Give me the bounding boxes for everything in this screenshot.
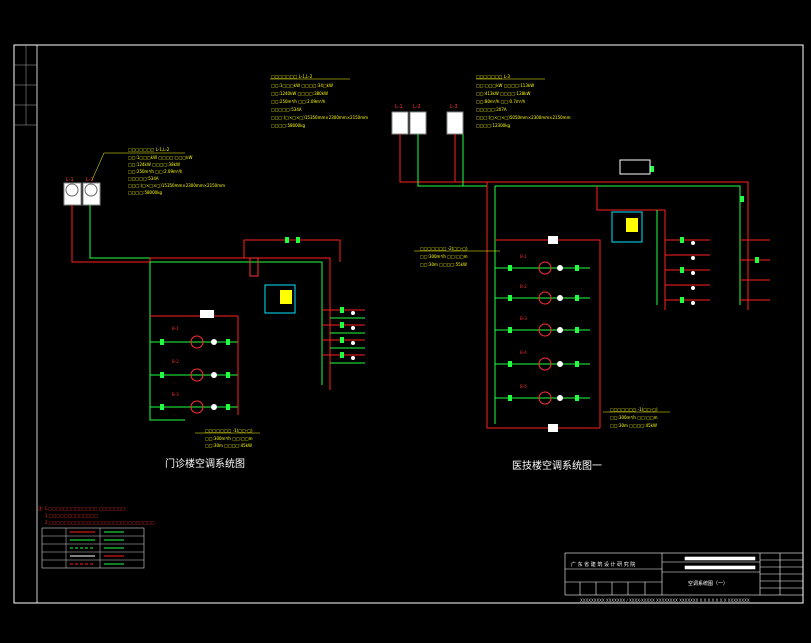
svg-text:□□□□□□□ L-1,L-2: □□□□□□□ L-1,L-2 — [128, 147, 170, 152]
svg-text:L-3: L-3 — [450, 104, 458, 110]
left-outdoor-units: L-1 L-2 — [63, 177, 101, 206]
right-equipment — [548, 159, 695, 432]
svg-text:□□□:(□×□×□)15350mm×2300mm×2150: □□□:(□×□×□)15350mm×2300mm×2150mm — [128, 183, 225, 188]
bottom-info-strip: XXXXXXXXX XXXXXXX / XXXX-XXXXX XXXXXXXX … — [580, 598, 750, 603]
svg-text:B-5: B-5 — [520, 384, 527, 389]
sheet-name: 空调系统图（一） — [688, 580, 728, 587]
left-equipment — [200, 257, 355, 360]
left-pumps: B-1 B-2 B-3 — [172, 326, 217, 414]
right-outdoor-units: L-1 L-2 L-3 — [391, 104, 464, 135]
svg-text:注: 1.□□□□□□□□□□□□□ □□□□□□□:: 注: 1.□□□□□□□□□□□□□ □□□□□□□: — [38, 505, 127, 511]
svg-text:□□:1□□□kW □□□□:34□kW: □□:1□□□kW □□□□:34□kW — [271, 83, 333, 88]
left-tank-annotation: □□□□□□□ -1(□□-□) □□:300m³/h □□:□□m □□:30… — [195, 428, 260, 448]
right-unit-annotation-2: □□□□□□□ L-3 □□:□□□kW □□□□:113kW □□:413kW… — [476, 74, 571, 128]
svg-text:L-1: L-1 — [395, 104, 403, 110]
svg-text:□□:250m³/h □□:2.09m³/h: □□:250m³/h □□:2.09m³/h — [271, 99, 326, 104]
svg-text:□□□□□□□ -1(□□-□): □□□□□□□ -1(□□-□) — [610, 407, 658, 412]
svg-text:□□:□□□kW □□□□:113kW: □□:□□□kW □□□□:113kW — [476, 83, 534, 88]
svg-text:□□:1□□□kW □□□□:□□□kW: □□:1□□□kW □□□□:□□□kW — [128, 155, 192, 160]
right-pumps: B-1 B-2 B-3 B-4 B-5 — [520, 254, 563, 405]
svg-text:□□:413kW □□□□:128kW: □□:413kW □□□□:128kW — [476, 91, 531, 96]
svg-text:□□:30m □□□□:45kW: □□:30m □□□□:45kW — [205, 443, 252, 448]
notes-legend: 注: 1.□□□□□□□□□□□□□ □□□□□□□: 1.□□□□□□□□□□… — [38, 505, 155, 569]
svg-text:□□□□□:534A: □□□□□:534A — [271, 107, 302, 112]
svg-text:L-2: L-2 — [86, 177, 94, 183]
svg-text:B-3: B-3 — [520, 316, 527, 321]
right-piping — [399, 134, 770, 429]
svg-text:□□□□:58000kg: □□□□:58000kg — [128, 190, 163, 195]
left-margin-cells — [14, 45, 37, 126]
left-valves — [160, 237, 344, 410]
svg-text:□□□□□□□ L-3: □□□□□□□ L-3 — [476, 74, 510, 79]
svg-text:B-1: B-1 — [520, 254, 527, 259]
svg-text:□□□□□:534A: □□□□□:534A — [128, 176, 159, 181]
right-system-title: 医技楼空调系统图一 — [512, 459, 602, 472]
svg-text:□□:300m³/h □□:□□m: □□:300m³/h □□:□□m — [205, 436, 253, 441]
right-unit-annotation-1: □□□□□□□ L-1,L-2 □□:1□□□kW □□□□:34□kW □□:… — [270, 74, 368, 128]
svg-text:□□□□□□□ -2(□□-□): □□□□□□□ -2(□□-□) — [420, 246, 468, 251]
svg-text:□□□□:12300kg: □□□□:12300kg — [476, 123, 511, 128]
right-tank-annotation-1: □□□□□□□ -2(□□-□) □□:300m³/h □□:□□m □□:30… — [414, 246, 500, 267]
svg-text:L-1: L-1 — [66, 177, 74, 183]
svg-text:□□□□□□□ -1(□□-□): □□□□□□□ -1(□□-□) — [205, 428, 253, 433]
svg-text:□□:30m □□□□:55kW: □□:30m □□□□:55kW — [420, 262, 467, 267]
svg-text:2.□□□□□□□□□□□□□□□□□□□□□□□□□□□□: 2.□□□□□□□□□□□□□□□□□□□□□□□□□□□□ — [45, 520, 155, 525]
svg-text:B-2: B-2 — [172, 359, 179, 364]
svg-text:□□□□□:207A: □□□□□:207A — [476, 107, 507, 112]
drawing-border — [13, 44, 804, 604]
left-piping — [71, 205, 365, 421]
svg-text:B-2: B-2 — [520, 284, 527, 289]
company-name: 广 东 省 建 筑 设 计 研 究 院 — [571, 561, 635, 568]
svg-text:□□□:(□×□×□)15350mm×2300mm×2150: □□□:(□×□×□)15350mm×2300mm×2150mm — [271, 115, 368, 120]
svg-text:□□:30m □□□□:45kW: □□:30m □□□□:45kW — [610, 423, 657, 428]
svg-text:□□:300m³/h □□:□□m: □□:300m³/h □□:□□m — [420, 254, 468, 259]
svg-text:□□:300m³/h □□:□□m: □□:300m³/h □□:□□m — [610, 415, 658, 420]
svg-text:L-2: L-2 — [413, 104, 421, 110]
svg-text:□□□□:58000kg: □□□□:58000kg — [271, 123, 306, 128]
svg-text:□□□:(□×□×□)5050mm×2300mm×2150m: □□□:(□×□×□)5050mm×2300mm×2150mm — [476, 115, 571, 120]
left-system-title: 门诊楼空调系统图 — [165, 457, 245, 470]
svg-text:□□□□□□□ L-1,L-2: □□□□□□□ L-1,L-2 — [271, 74, 313, 79]
svg-text:□□:124kW □□□□:38kW: □□:124kW □□□□:38kW — [128, 162, 180, 167]
title-block — [564, 552, 804, 596]
svg-text:□□:1240kW □□□□:380kW: □□:1240kW □□□□:380kW — [271, 91, 328, 96]
svg-text:B-1: B-1 — [172, 326, 179, 331]
svg-text:□□:80m³/h □□:0.7m³/h: □□:80m³/h □□:0.7m³/h — [476, 99, 526, 104]
svg-text:□□:250m³/h □□:2.09m³/h: □□:250m³/h □□:2.09m³/h — [128, 169, 183, 174]
right-valves — [508, 166, 759, 401]
svg-text:1.□□□□□□□□□□□□□: 1.□□□□□□□□□□□□□ — [45, 513, 98, 518]
left-unit-annotation: □□□□□□□ L-1,L-2 □□:1□□□kW □□□□:□□□kW □□:… — [91, 147, 225, 195]
svg-text:B-3: B-3 — [172, 392, 179, 397]
svg-text:B-4: B-4 — [520, 350, 527, 355]
right-tank-annotation-2: □□□□□□□ -1(□□-□) □□:300m³/h □□:□□m □□:30… — [603, 407, 670, 428]
